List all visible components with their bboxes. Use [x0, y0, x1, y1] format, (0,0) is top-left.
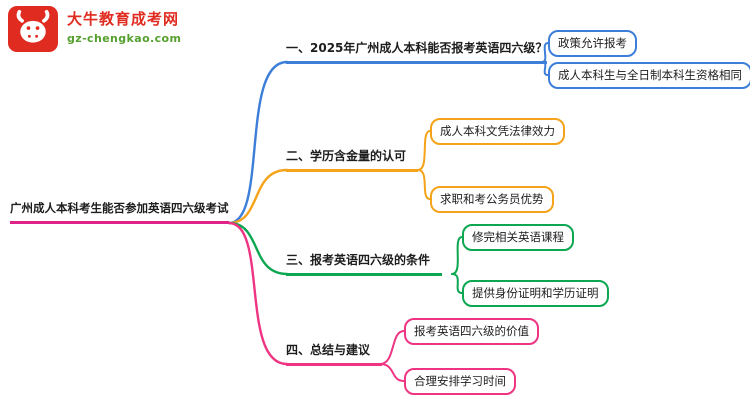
mindmap-root-node: 广州成人本科考生能否参加英语四六级考试 — [10, 200, 229, 224]
child-node: 报考英语四六级的价值 — [404, 318, 539, 345]
branch-topic-2: 二、学历含金量的认可 — [286, 148, 419, 172]
child-node: 政策允许报考 — [548, 30, 637, 57]
child-node: 成人本科生与全日制本科生资格相同 — [548, 62, 750, 89]
connector-branch2-child2 — [417, 169, 431, 200]
connector-root-branch-3 — [227, 221, 289, 276]
logo-domain: gz-chengkao.com — [67, 32, 182, 45]
logo-text: 大牛教育成考网 gz-chengkao.com — [67, 6, 181, 45]
connector-branch4-child2 — [379, 363, 405, 382]
connector-root-branch-1 — [227, 60, 289, 225]
branch-topic-3: 三、报考英语四六级的条件 — [286, 252, 443, 276]
site-logo: 大牛教育成考网 gz-chengkao.com — [8, 6, 181, 52]
branch-topic-4: 四、总结与建议 — [286, 342, 383, 366]
branch-topic-1: 一、2025年广州成人本科能否报考英语四六级？ — [286, 40, 548, 64]
bull-icon — [8, 6, 58, 52]
logo-brand-name: 大牛教育成考网 — [67, 10, 180, 28]
connector-root-branch-4 — [227, 221, 289, 366]
connector-branch3-child2 — [451, 273, 463, 294]
child-node: 修完相关英语课程 — [462, 224, 574, 251]
child-node: 提供身份证明和学历证明 — [462, 280, 609, 307]
child-node: 成人本科文凭法律效力 — [430, 118, 565, 145]
child-node: 合理安排学习时间 — [404, 368, 516, 395]
connector-branch3-child1 — [451, 236, 463, 275]
child-node: 求职和考公务员优势 — [430, 186, 554, 213]
connector-root-branch-2 — [227, 168, 289, 225]
connector-branch4-child1 — [379, 330, 405, 365]
connector-branch2-child1 — [417, 130, 431, 171]
